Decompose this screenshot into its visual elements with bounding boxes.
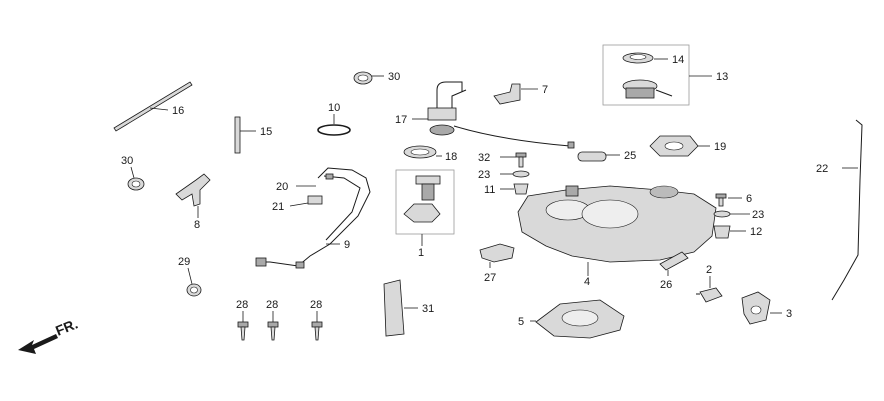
- callout-20: 20: [276, 181, 288, 193]
- callout-31: 31: [422, 303, 434, 315]
- part-15-rod: 15: [234, 116, 272, 154]
- callout-30-left: 30: [121, 155, 133, 167]
- callout-25: 25: [624, 150, 636, 162]
- part-8-t-fitting: 8: [175, 173, 211, 231]
- callout-15: 15: [260, 126, 272, 138]
- part-17-fuel-pump: 17: [395, 81, 575, 149]
- callout-22: 22: [816, 163, 828, 175]
- part-26-pad: 26: [659, 251, 689, 291]
- callout-5: 5: [518, 316, 524, 328]
- callout-26: 26: [660, 279, 672, 291]
- part-3-connector: 3: [741, 291, 792, 325]
- callout-28-b: 28: [266, 299, 278, 311]
- part-23-washer-right: 23: [713, 209, 764, 221]
- callout-28-a: 28: [236, 299, 248, 311]
- part-19-bracket: 19: [649, 135, 726, 157]
- part-23-washer-left: 23: [478, 169, 530, 181]
- callout-9: 9: [344, 239, 350, 251]
- callout-7: 7: [542, 84, 548, 96]
- callout-13: 13: [716, 71, 728, 83]
- part-28-screw-b: 28: [266, 299, 279, 341]
- callout-17: 17: [395, 114, 407, 126]
- part-5-cover: 5: [518, 299, 625, 339]
- callout-18: 18: [445, 151, 457, 163]
- part-30-clamp-top: 30: [353, 71, 400, 85]
- part-30-clamp-left: 30: [121, 155, 145, 191]
- callout-28-c: 28: [310, 299, 322, 311]
- callout-19: 19: [714, 141, 726, 153]
- callout-3: 3: [786, 308, 792, 320]
- callout-12: 12: [750, 226, 762, 238]
- part-13-cap-assembly: 14 13: [602, 44, 728, 106]
- callout-4: 4: [584, 276, 590, 288]
- callout-32: 32: [478, 152, 490, 164]
- callout-27: 27: [484, 272, 496, 284]
- part-28-screw-c: 28: [310, 299, 323, 341]
- part-27-clip: 27: [479, 243, 515, 284]
- callout-29: 29: [178, 256, 190, 268]
- front-direction-arrow: FR.: [18, 315, 80, 354]
- part-11-grommet: 11: [484, 183, 529, 196]
- part-9-harness: 20 21 9: [255, 167, 371, 269]
- callout-23-right: 23: [752, 209, 764, 221]
- part-6-bolt: 6: [715, 193, 752, 207]
- callout-10: 10: [328, 102, 340, 114]
- callout-1: 1: [418, 247, 424, 259]
- callout-21: 21: [272, 201, 284, 213]
- callout-14: 14: [672, 54, 684, 66]
- callout-16: 16: [172, 105, 184, 117]
- part-16-rod: 16: [113, 81, 193, 132]
- callout-11: 11: [484, 184, 495, 196]
- part-4-fuel-tank: 4: [517, 185, 717, 288]
- direction-label: FR.: [53, 315, 80, 338]
- callout-23-left: 23: [478, 169, 490, 181]
- part-1-pump-unit: 1: [395, 169, 455, 259]
- part-12-grommet: 12: [713, 225, 762, 239]
- part-7-elbow: 7: [493, 83, 548, 105]
- part-31-sleeve: 31: [383, 279, 434, 337]
- part-2-valve: 2: [696, 264, 723, 303]
- part-29-clamp: 29: [178, 256, 202, 297]
- part-18-seal: 18: [403, 145, 457, 163]
- part-22-cable: 22: [816, 119, 863, 301]
- part-28-screw-a: 28: [236, 299, 249, 341]
- callout-8: 8: [194, 219, 200, 231]
- part-10-o-ring: 10: [317, 102, 351, 136]
- callout-30-top: 30: [388, 71, 400, 83]
- part-25-tube: 25: [577, 150, 636, 162]
- callout-2: 2: [706, 264, 712, 276]
- callout-6: 6: [746, 193, 752, 205]
- part-32-bolt: 32: [478, 152, 527, 168]
